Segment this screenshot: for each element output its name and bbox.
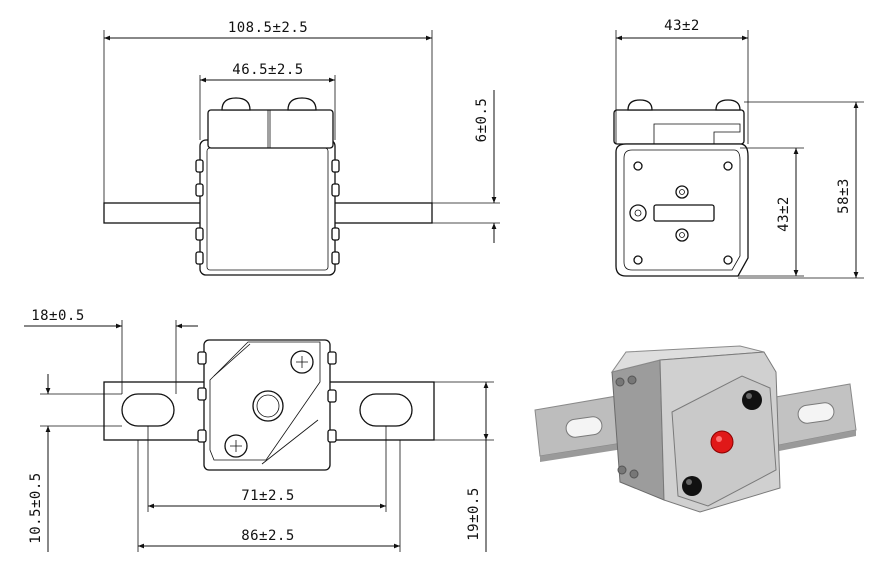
side-indicator-knob [629,204,647,222]
top-bolt-left [221,97,251,111]
dim-slot-length: 18±0.5 [31,308,85,324]
dim-side-body-height: 43±2 [776,196,792,232]
dim-hole-pitch: 71±2.5 [241,488,295,504]
iso-knob-lower [682,476,702,496]
dim-side-total-height: 58±3 [836,178,852,214]
center-hole [252,390,284,422]
slot-left [121,393,175,427]
dim-overall-length: 86±2.5 [241,528,295,544]
top-view: 18±0.5 71±2.5 86±2.5 10.5±0.5 19±0.5 [24,308,494,552]
slot-right [359,393,413,427]
iso-indicator [710,430,734,454]
dim-side-depth: 43±2 [664,18,700,34]
front-side-studs [195,159,340,265]
side-screw-hole-top [675,185,689,199]
dim-blade-width: 19±0.5 [466,487,482,541]
iso-knob-upper [742,390,762,410]
side-cap [613,109,745,145]
front-body [199,139,336,276]
dim-front-body-width: 46.5±2.5 [232,62,303,78]
side-screw-hole-bottom [675,228,689,242]
top-bolt-right [287,97,317,111]
dim-front-total-width: 108.5±2.5 [228,20,308,36]
front-cover [207,109,334,149]
side-view: 43±2 43±2 58±3 [613,18,864,279]
dim-slot-width: 10.5±0.5 [28,472,44,543]
front-view: 108.5±2.5 46.5±2.5 6±0.5 [103,20,500,276]
iso-body-top [610,345,765,373]
side-indicator-window [653,204,715,222]
dim-blade-thickness: 6±0.5 [474,98,490,143]
isometric-render [534,345,857,513]
